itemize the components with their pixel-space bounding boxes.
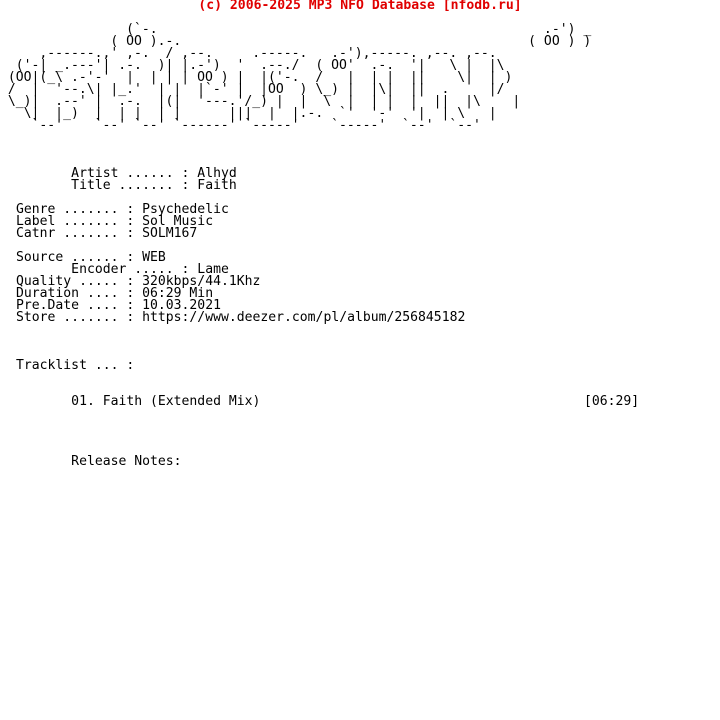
title-line: Title ....... : Faith [16, 178, 237, 193]
quality-line: Quality ..... : 320kbps/44.1Khz [16, 274, 261, 289]
site-header: (c) 2006-2025 MP3 NFO Database [nfodb.ru… [198, 0, 522, 13]
track-title: 01. Faith (Extended Mix) [16, 394, 261, 409]
ascii-logo-art: (`-. .-') _ ( OO ).-. ( OO ) ) ,------.,… [7, 22, 592, 133]
genre-line: Genre ....... : Psychedelic [16, 202, 229, 217]
release-notes-heading: Release Notes: [16, 454, 182, 469]
source-line: Source ...... : WEB [16, 250, 166, 265]
tracklist-heading: Tracklist ... : [16, 358, 135, 373]
track-length: [06:29] [584, 394, 640, 409]
store-line: Store ....... : https://www.deezer.com/p… [16, 310, 466, 325]
catnr-line: Catnr ....... : SOLM167 [16, 226, 198, 241]
artist-line: Artist ...... : Alhyd [16, 166, 237, 181]
encoder-line: Encoder ..... : Lame [16, 262, 229, 277]
predate-line: Pre.Date .... : 10.03.2021 [16, 298, 221, 313]
duration-line: Duration .... : 06:29 Min [16, 286, 214, 301]
label-line: Label ....... : Sol Music [16, 214, 214, 229]
